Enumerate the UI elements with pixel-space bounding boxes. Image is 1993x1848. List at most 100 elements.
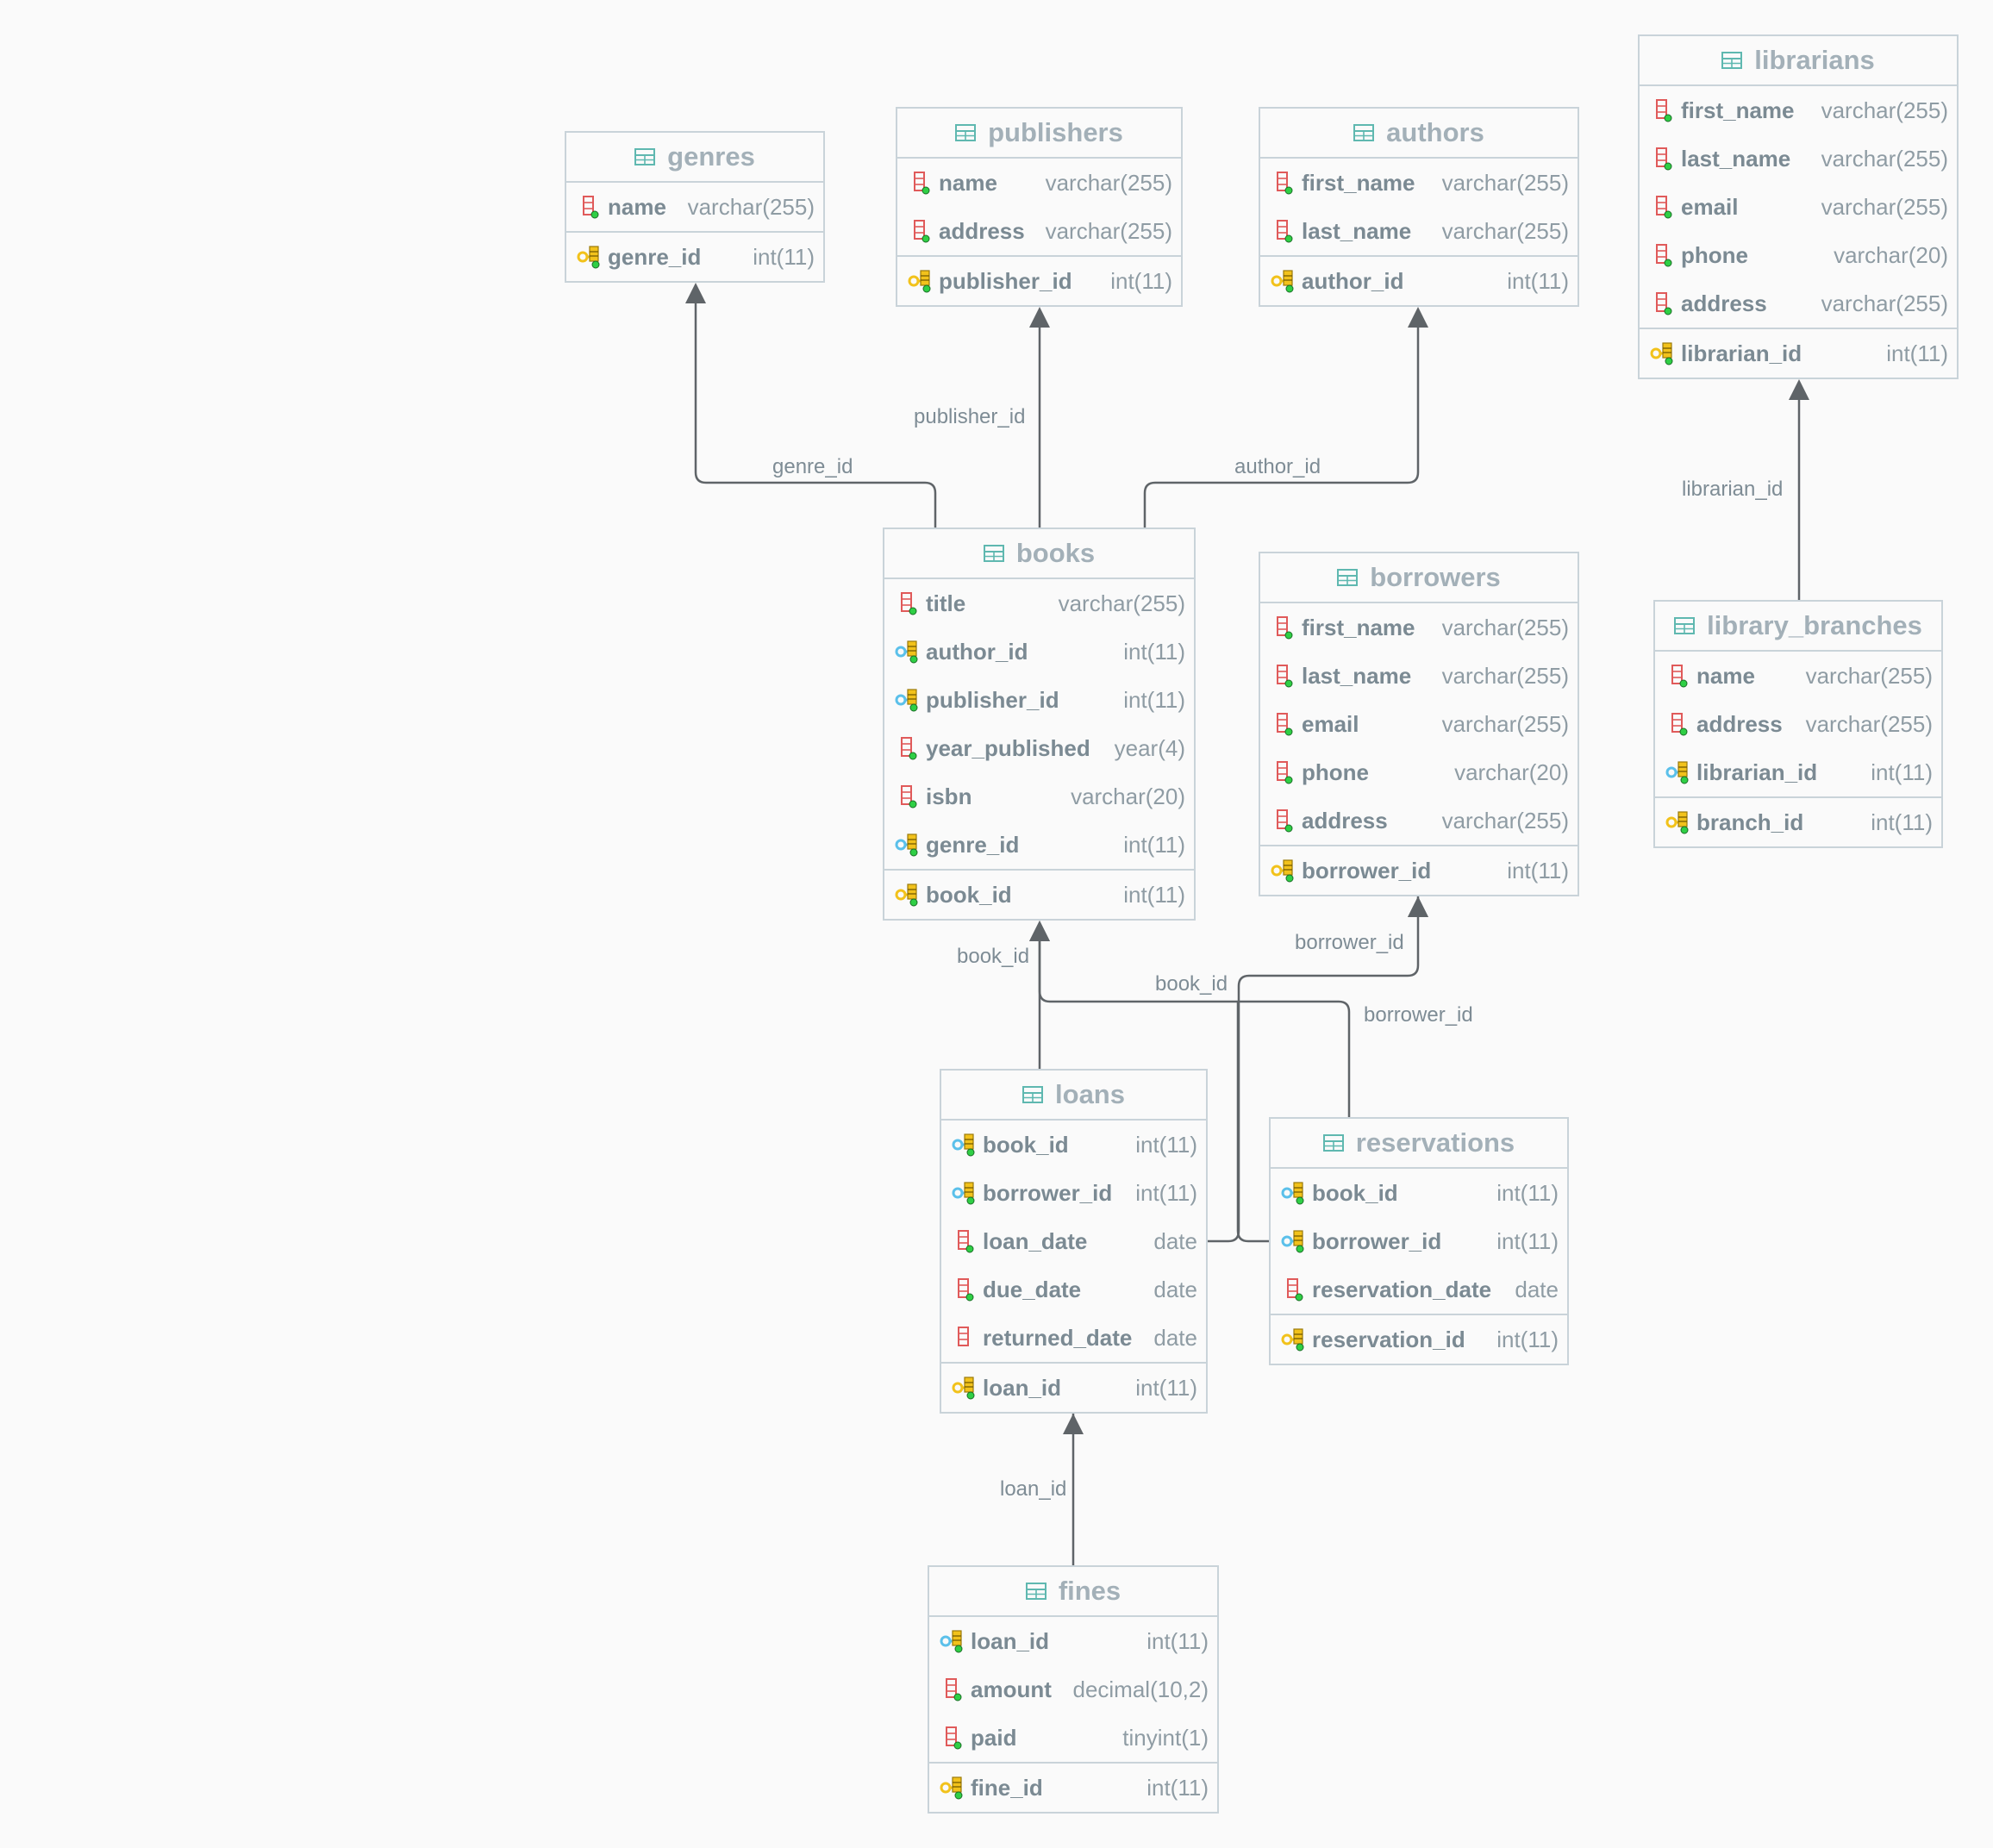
primary-key-icon <box>908 268 934 294</box>
column-type: int(11) <box>1507 267 1569 294</box>
relation-fines-loan[interactable] <box>1063 1414 1084 1565</box>
relation-reservations-borrower[interactable] <box>1236 896 1428 1243</box>
table-header[interactable]: genres <box>566 133 823 183</box>
table-header[interactable]: publishers <box>897 109 1181 159</box>
column-name: first_name <box>1302 169 1415 196</box>
column-icon <box>1271 663 1296 689</box>
column-name: returned_date <box>983 1324 1133 1351</box>
column-icon <box>1650 146 1676 172</box>
table-header[interactable]: fines <box>929 1567 1217 1617</box>
column-name: paid <box>971 1724 1017 1751</box>
table-icon <box>1337 569 1359 586</box>
relation-books-author[interactable] <box>1143 307 1428 528</box>
foreign-key-icon <box>1281 1228 1307 1254</box>
column-icon <box>952 1277 978 1302</box>
primary-key-icon <box>952 1375 978 1401</box>
column-type: int(11) <box>1871 808 1933 835</box>
relation-branches-librarian[interactable] <box>1789 379 1809 600</box>
column-type: varchar(255) <box>1805 710 1933 737</box>
column-name: loan_date <box>983 1227 1088 1254</box>
column-row[interactable]: first_name varchar(255) <box>1260 159 1578 207</box>
column-name: first_name <box>1681 97 1795 123</box>
table-title: books <box>1015 538 1096 568</box>
table-title: reservations <box>1355 1127 1515 1158</box>
column-type: varchar(255) <box>1441 217 1569 244</box>
column-name: author_id <box>926 638 1028 665</box>
table-header[interactable]: reservations <box>1271 1119 1567 1169</box>
table-header[interactable]: books <box>884 529 1194 579</box>
column-type: varchar(20) <box>1454 759 1569 785</box>
table-header[interactable]: library_branches <box>1655 602 1941 652</box>
table-header[interactable]: authors <box>1260 109 1578 159</box>
column-type: int(11) <box>1146 1627 1209 1654</box>
relation-books-genre[interactable] <box>685 283 937 528</box>
relation-reservations-book[interactable] <box>1029 921 1351 1117</box>
relation-label: book_id <box>957 945 1030 968</box>
relation-books-publisher[interactable] <box>1029 307 1050 528</box>
table-header[interactable]: loans <box>941 1071 1206 1121</box>
table-title: fines <box>1058 1576 1121 1606</box>
column-type: varchar(255) <box>1441 614 1569 640</box>
column-name: publisher_id <box>926 686 1059 713</box>
column-type: int(11) <box>753 243 815 270</box>
table-header[interactable]: librarians <box>1640 36 1957 86</box>
table-header[interactable]: borrowers <box>1260 553 1578 603</box>
column-type: varchar(255) <box>1441 169 1569 196</box>
foreign-key-icon <box>895 832 921 858</box>
